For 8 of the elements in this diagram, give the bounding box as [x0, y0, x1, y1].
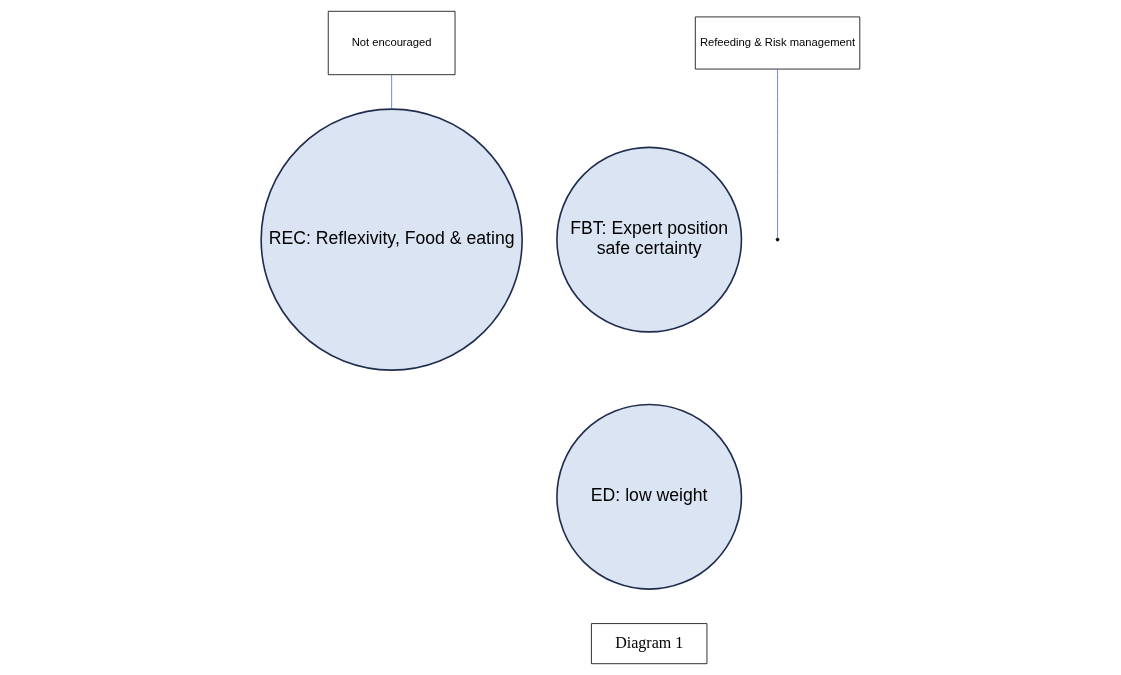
connector	[777, 68, 778, 239]
node-circle: FBT: Expert position safe certainty	[556, 146, 743, 333]
node-box: Not encouraged	[327, 10, 456, 76]
node-box: Diagram 1	[591, 623, 708, 665]
node-box: Refeeding & Risk management	[694, 16, 861, 70]
node-circle: REC: Reflexivity, Food & eating	[260, 108, 523, 371]
connector	[391, 74, 393, 110]
node-circle: ED: low weight	[556, 403, 743, 590]
